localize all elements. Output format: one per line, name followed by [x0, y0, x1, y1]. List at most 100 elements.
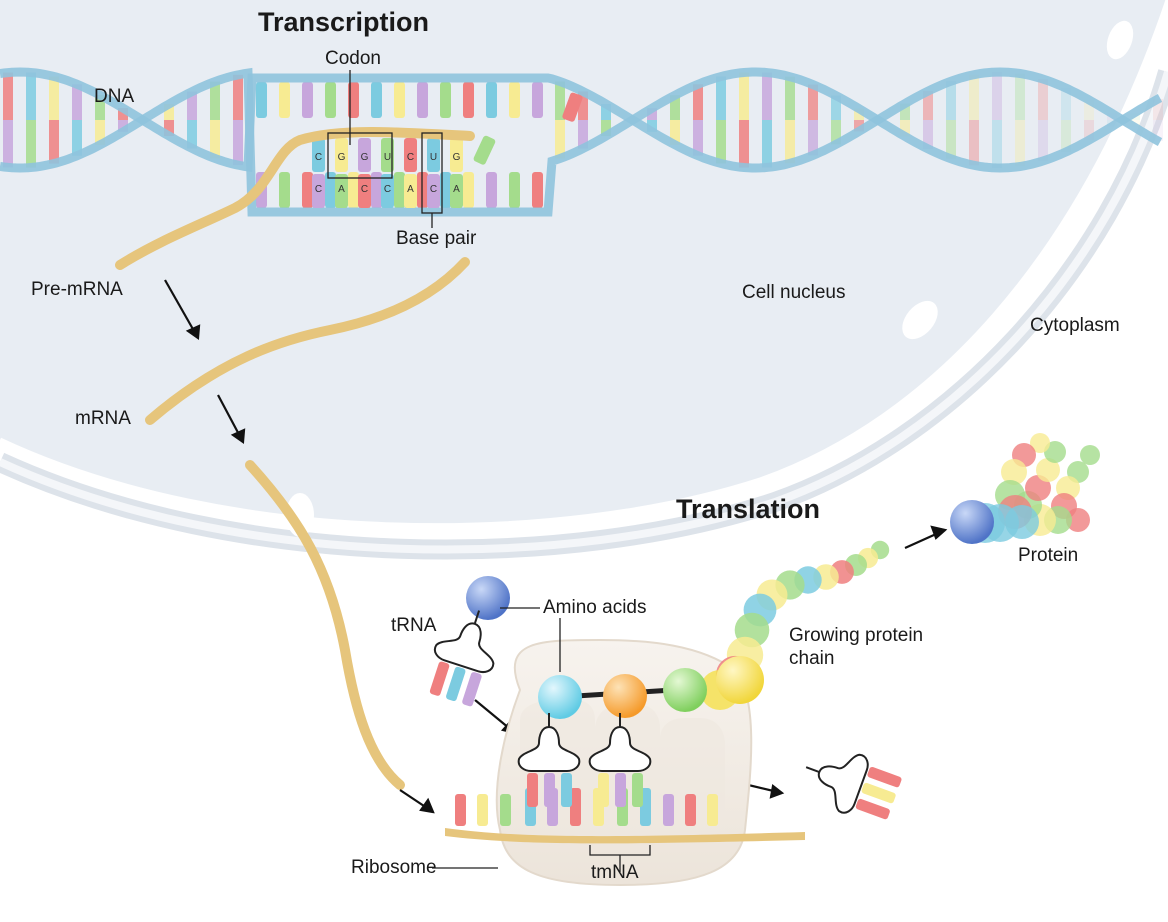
- anticodon-base: [855, 798, 890, 820]
- base-letter: U: [430, 152, 437, 163]
- nuclear-pore: [1106, 20, 1134, 60]
- dna-base: [164, 120, 174, 136]
- dna-base: [3, 72, 13, 120]
- base-letter: C: [407, 152, 414, 163]
- dna-base: [394, 172, 405, 208]
- transcribed-base: [381, 138, 394, 172]
- dna-base: [1015, 73, 1025, 120]
- anticodon-base: [462, 672, 482, 707]
- nuclear-envelope: [0, 0, 1168, 560]
- trna-stem: [473, 610, 481, 625]
- mrna-codon-base: [570, 788, 581, 826]
- dna-base: [26, 120, 36, 168]
- dna-base: [693, 120, 703, 156]
- protein-residue: [1044, 441, 1066, 463]
- dna-base: [716, 120, 726, 164]
- transcribed-base: [358, 138, 371, 172]
- p-site-trna: [517, 713, 581, 807]
- base-letter: A: [453, 184, 460, 195]
- dna-backbone: [0, 67, 1163, 217]
- arrowhead: [419, 797, 435, 814]
- dna-base: [486, 82, 497, 118]
- dna-base: [670, 120, 680, 145]
- dna-base: [256, 82, 267, 118]
- dna-base: [831, 95, 841, 120]
- arrowhead: [230, 428, 246, 444]
- dna-base: [900, 120, 910, 137]
- dna-base: [26, 72, 36, 120]
- base-letter: C: [315, 184, 322, 195]
- dna-base: [118, 108, 128, 120]
- dna-base: [601, 103, 611, 120]
- arrowhead: [185, 324, 201, 340]
- trna-body: [433, 622, 495, 674]
- dna-base: [279, 172, 290, 208]
- ribosome-label: Ribosome: [351, 857, 437, 878]
- protein-residue: [1030, 433, 1050, 453]
- exiting-trna: [805, 753, 902, 820]
- dna-base: [716, 76, 726, 120]
- dna-base: [969, 74, 979, 120]
- dna-base: [1153, 120, 1163, 141]
- amino-acids-label: Amino acids: [543, 597, 647, 618]
- dna-base: [118, 120, 128, 132]
- dna-base: [210, 120, 220, 159]
- dna-base: [302, 172, 313, 208]
- dna-base: [555, 120, 565, 159]
- dna-base: [831, 120, 841, 145]
- dna-label: DNA: [94, 86, 135, 107]
- base-letter: C: [315, 152, 322, 163]
- dna-base: [555, 81, 565, 120]
- dna-base: [72, 120, 82, 156]
- dna-base: [601, 120, 611, 137]
- amino-acid-chain: [663, 668, 707, 712]
- anticodon-base: [429, 661, 450, 696]
- dna-base: [1153, 99, 1163, 120]
- anticodon-base: [561, 773, 572, 807]
- dna-base: [923, 91, 933, 120]
- base-letter: G: [453, 152, 461, 163]
- anticodon-base: [598, 773, 609, 807]
- template-base: [312, 174, 325, 208]
- dna-base: [348, 172, 359, 208]
- base-letter: C: [430, 184, 437, 195]
- transcribed-base: [335, 138, 348, 172]
- dna-base: [854, 108, 864, 120]
- base-letter: A: [338, 184, 345, 195]
- protein-residue: [1025, 475, 1051, 501]
- pre-mrna-label: Pre-mRNA: [31, 279, 123, 300]
- transcribed-base: [312, 138, 325, 172]
- protein-residue: [1066, 508, 1090, 532]
- dna-base: [992, 72, 1002, 120]
- dna-base: [1061, 120, 1071, 152]
- template-base: [404, 174, 417, 208]
- protein-residue: [1080, 445, 1100, 465]
- base-letter: C: [384, 184, 391, 195]
- dna-base: [233, 74, 243, 120]
- free-amino-acid: [466, 576, 510, 620]
- dna-base: [1084, 120, 1094, 141]
- dna-base: [969, 120, 979, 166]
- trna-body: [517, 725, 581, 772]
- incoming-trna: [429, 610, 495, 707]
- protein-residue: [1036, 458, 1060, 482]
- anticodon-base: [527, 773, 538, 807]
- trna-molecules: [429, 610, 902, 820]
- dna-base: [693, 84, 703, 120]
- dna-base: [3, 120, 13, 168]
- leader-lines: [327, 70, 651, 872]
- dna-base: [187, 91, 197, 120]
- mrna-label: mRNA: [75, 408, 131, 429]
- a-site-trna: [588, 713, 652, 807]
- base-letter: A: [407, 184, 414, 195]
- dna-base: [1015, 120, 1025, 167]
- dna-base: [463, 172, 474, 208]
- codon-label: Codon: [325, 48, 381, 69]
- ribosome-mrna: [445, 828, 805, 844]
- anticodon-base: [632, 773, 643, 807]
- dna-base: [785, 120, 795, 164]
- base-letter: G: [338, 152, 346, 163]
